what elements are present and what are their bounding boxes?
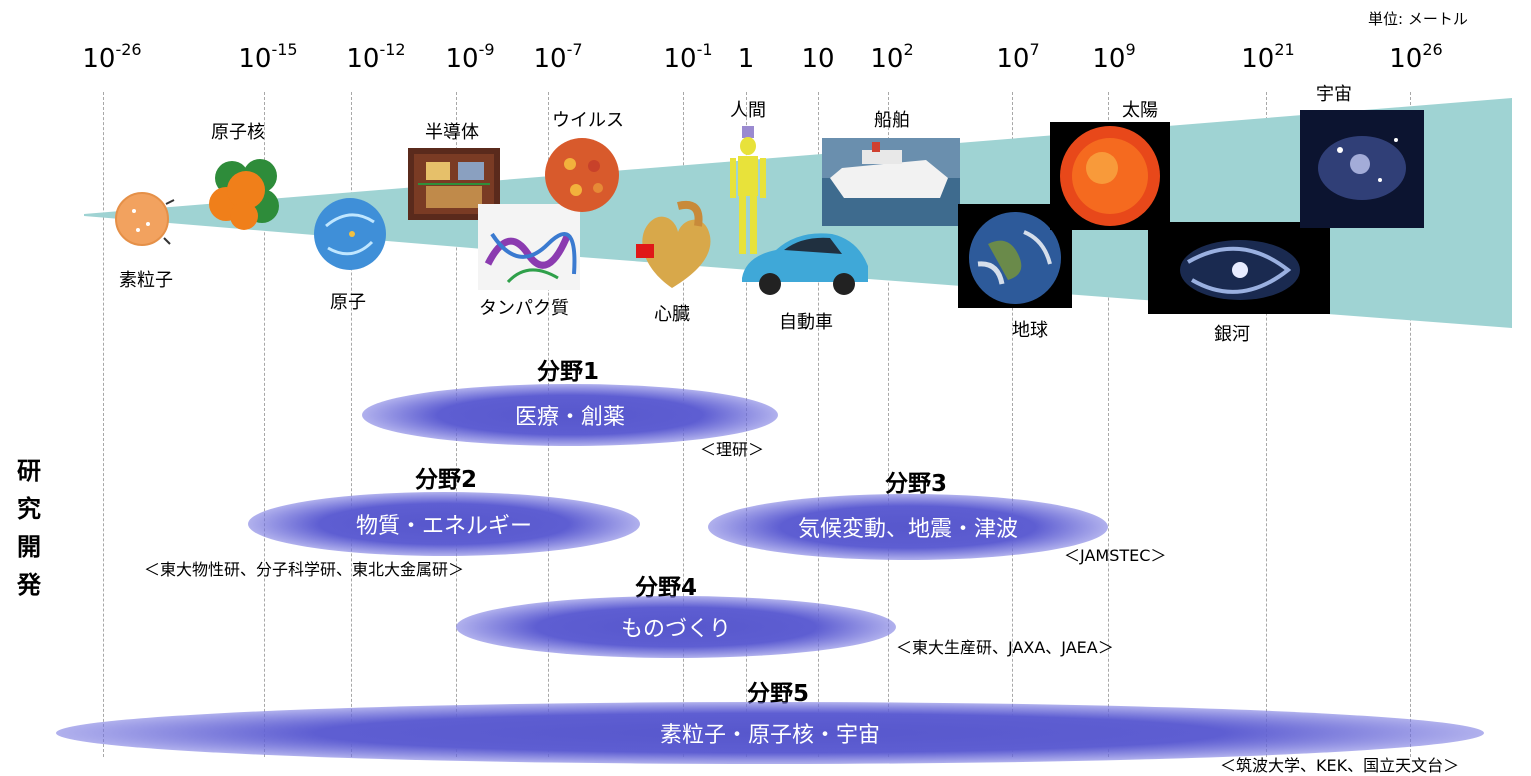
field-1-title: 分野1 [536, 359, 600, 385]
label-semiconductor: 半導体 [425, 122, 479, 143]
label-protein: タンパク質 [479, 298, 569, 319]
field-2-title: 分野2 [414, 467, 478, 493]
scale-tick: 107 [996, 40, 1040, 74]
field-3-institutions: ＜JAMSTEC＞ [1064, 546, 1167, 565]
heart-image [632, 196, 714, 292]
universe-image [1300, 110, 1424, 228]
label-earth: 地球 [1012, 320, 1048, 341]
label-atom: 原子 [330, 292, 366, 313]
galaxy-image [1148, 222, 1330, 314]
human-image [728, 124, 768, 258]
grid-line [1108, 92, 1109, 757]
grid-line [888, 92, 889, 757]
scale-tick: 1026 [1389, 40, 1443, 74]
field-5-institutions: ＜筑波大学、KEK、国立天文台＞ [1220, 756, 1460, 775]
semiconductor-image [408, 148, 500, 220]
scale-tick: 109 [1092, 40, 1136, 74]
label-virus: ウイルス [552, 110, 624, 131]
scale-tick: 10-12 [346, 40, 406, 74]
field-1-topic: 医療・創薬 [514, 405, 625, 430]
car-image [736, 226, 874, 298]
grid-line [1012, 92, 1013, 757]
field-2-topic: 物質・エネルギー [355, 514, 532, 539]
grid-line [351, 92, 352, 757]
label-universe: 宇宙 [1316, 84, 1352, 105]
field-1-institutions: ＜理研＞ [700, 440, 765, 459]
label-car: 自動車 [779, 312, 833, 333]
field-4-topic: ものづくり [620, 617, 731, 642]
nucleus-image [204, 150, 288, 232]
scale-tick: 10-1 [663, 40, 713, 74]
scale-tick: 1 [737, 44, 755, 74]
scale-tick: 10-7 [533, 40, 583, 74]
field-3-topic: 気候変動、地震・津波 [797, 517, 1018, 542]
grid-line [1410, 92, 1411, 757]
field-3-title: 分野3 [884, 471, 948, 497]
virus-image [542, 136, 622, 214]
label-nucleus: 原子核 [211, 122, 265, 143]
field-1-ellipse: 医療・創薬 [362, 384, 778, 446]
grid-line [818, 92, 819, 757]
scale-tick: 10 [801, 44, 835, 74]
scale-tick: 1021 [1241, 40, 1295, 74]
scale-tick: 10-15 [238, 40, 298, 74]
field-5-ellipse: 素粒子・原子核・宇宙 [56, 702, 1484, 764]
sun-image [1050, 122, 1170, 230]
label-galaxy: 銀河 [1214, 324, 1250, 345]
scale-tick: 10-9 [445, 40, 495, 74]
research-development-label: 研究開発 [17, 457, 41, 599]
field-5-topic: 素粒子・原子核・宇宙 [659, 723, 880, 748]
label-elementary-particle: 素粒子 [119, 270, 173, 291]
unit-label: 単位: メートル [1368, 10, 1468, 28]
field-2-institutions: ＜東大物性研、分子科学研、東北大金属研＞ [144, 560, 465, 579]
scale-tick: 10-26 [82, 40, 142, 74]
grid-line [264, 92, 265, 757]
label-ship: 船舶 [874, 110, 910, 131]
label-human: 人間 [730, 100, 766, 121]
grid-line [103, 92, 104, 757]
field-3-ellipse: 気候変動、地震・津波 [708, 494, 1108, 560]
elementary-particle-image [108, 186, 188, 252]
field-2-ellipse: 物質・エネルギー [248, 492, 640, 556]
label-sun: 太陽 [1122, 100, 1158, 121]
atom-image [312, 196, 388, 272]
earth-image [958, 204, 1072, 308]
ship-image [822, 138, 960, 226]
scale-tick: 102 [870, 40, 914, 74]
field-4-ellipse: ものづくり [456, 596, 896, 658]
label-heart: 心臓 [654, 304, 690, 325]
protein-image [478, 204, 580, 290]
grid-line [1266, 92, 1267, 757]
field-4-institutions: ＜東大生産研、JAXA、JAEA＞ [896, 638, 1114, 657]
